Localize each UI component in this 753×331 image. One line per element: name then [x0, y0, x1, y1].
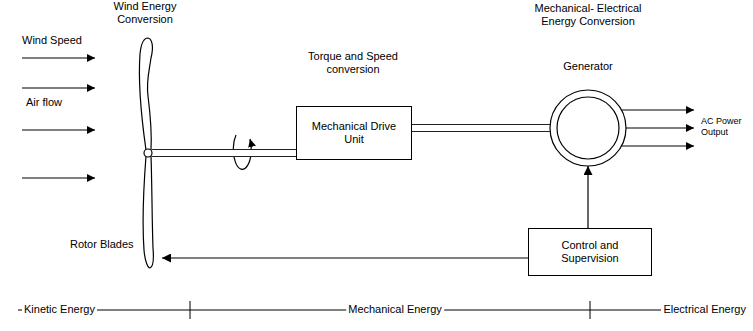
generator-rotor [557, 97, 619, 159]
control-arrow [162, 258, 528, 259]
generator-stator [550, 90, 626, 166]
scale-tick [590, 301, 591, 319]
control-arrow [588, 166, 589, 228]
wind-arrow [22, 87, 95, 88]
wind-arrow [22, 57, 95, 58]
signal-line [587, 166, 588, 228]
node-text: Rotor Blades [70, 238, 134, 251]
shaft-outline [412, 124, 550, 132]
node-text-group: Generator [545, 60, 631, 73]
energy-scale [18, 301, 748, 319]
signal-line [162, 257, 528, 258]
text-label: Torque and Speed conversion [293, 50, 413, 76]
scale-tick [190, 301, 191, 319]
process-box: Control and Supervision [528, 228, 652, 276]
wind-arrows [22, 58, 95, 178]
node-text-group: Rotor Blades [70, 238, 134, 251]
shaft-line [152, 156, 162, 157]
text-label: Air flow [24, 96, 64, 109]
wind-arrow [22, 177, 95, 178]
output-arrow [626, 127, 694, 128]
generator-drawing [545, 60, 631, 168]
wind-arrow [22, 129, 95, 130]
rotor-drawing [70, 12, 162, 274]
node-text: Generator [545, 60, 631, 73]
text-label: Mechanical Energy [346, 303, 444, 316]
node-text-group: Mechanical Drive Unit [297, 116, 411, 150]
output-arrow [622, 109, 694, 110]
process-box: Mechanical Drive Unit [296, 106, 412, 160]
text-label: AC Power Output [699, 116, 751, 138]
drive-shaft [412, 128, 550, 129]
node-text-group: Control and Supervision [529, 235, 651, 269]
generator-circle: Generator [545, 60, 631, 168]
drive-shaft [162, 153, 296, 154]
rotor-hub [144, 149, 152, 157]
text-label: Mechanical- Electrical Energy Conversion [532, 2, 644, 28]
rotor-blade [143, 156, 153, 268]
shaft-body [162, 150, 296, 156]
node-text: Control and Supervision [535, 239, 645, 265]
text-label: Kinetic Energy [22, 303, 97, 316]
rotor-blade [139, 38, 152, 150]
node-text: Mechanical Drive Unit [303, 120, 405, 146]
shaft-body [412, 125, 550, 131]
rotor-blades: Rotor Blades [70, 12, 162, 274]
shaft-outline [162, 149, 296, 157]
output-arrows [622, 110, 694, 146]
shaft-line [152, 149, 162, 150]
text-label: Electrical Energy [661, 303, 748, 316]
text-label: Wind Energy Conversion [95, 0, 195, 26]
output-arrow [622, 145, 694, 146]
text-label: Wind Speed [20, 34, 84, 47]
